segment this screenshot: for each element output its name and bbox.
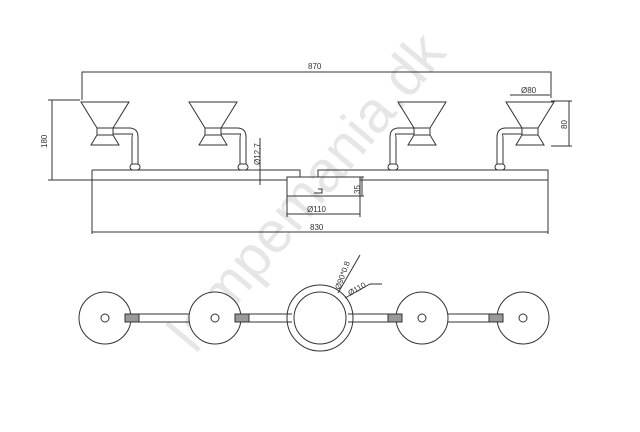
head-top [78,291,140,345]
head-center [417,313,427,323]
head-outer [496,291,550,345]
top-view: Ø90*0.8 Ø110 [78,254,550,352]
lamp-arm [113,127,139,164]
head-top [188,291,250,345]
base-mark [314,188,323,194]
dim-35-label: 35 [353,185,362,194]
head-center [518,313,528,323]
base-box [286,176,361,197]
center-ring-inner [293,291,347,345]
arm-joint [387,163,399,171]
arm-stub [488,313,504,323]
ring-outer-diam-label: Ø110 [347,280,368,298]
lamp-arm [389,127,414,164]
lamp-head [80,101,141,171]
dim-830 [91,180,549,234]
head-outer [78,291,132,345]
head-outer [188,291,242,345]
arm-stub [387,313,403,323]
arm-joint [494,163,506,171]
lamp-arm [221,127,247,164]
lamp-head [188,101,249,171]
head-top [387,291,449,345]
head-top [488,291,550,345]
dim-830-label: 830 [310,223,324,232]
ring-diam-label: Ø90*0.8 [333,260,352,291]
arm-joint [129,163,141,171]
ring-leaders [337,254,382,299]
dim-870-label: 870 [308,62,322,71]
arm-stub [124,313,140,323]
dim-head-diam-label: Ø80 [521,86,537,95]
center-ring-outer [286,284,354,352]
lamp-cone [188,101,238,146]
dim-180-label: 180 [40,134,49,148]
head-outer [395,291,449,345]
lamp-head [387,101,447,171]
arm-joint [237,163,249,171]
dim-870 [81,71,552,100]
lamp-cone [397,101,447,146]
lamp-cone [505,101,555,146]
arm-stub [234,313,250,323]
dim-80-label: 80 [560,120,569,129]
side-view: 870 180 80 Ø80 Ø12,7 35 Ø110 830 [40,62,572,234]
head-center [100,313,110,323]
dim-base-diam [286,196,361,217]
dim-35 [360,176,364,197]
head-center [210,313,220,323]
lamp-cone [80,101,130,146]
lamp-arm [496,127,522,164]
dim-80 [551,100,572,147]
dim-180 [48,99,92,181]
lamp-head [494,101,555,171]
dim-arm-label: Ø12,7 [253,143,262,165]
dim-base-diam-label: Ø110 [307,205,327,214]
